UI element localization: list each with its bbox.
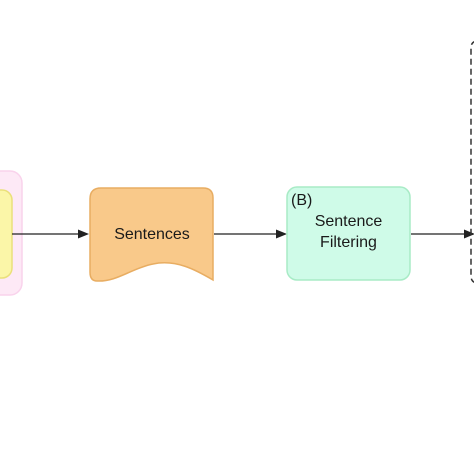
arrowhead-next: [464, 229, 474, 239]
arrowhead-filtering: [276, 229, 287, 239]
sentence-filtering-tag: (B): [291, 192, 313, 209]
sentence-filtering-node[interactable]: [286, 186, 411, 281]
arrowhead-sentences: [78, 229, 89, 239]
next-stage-container: [470, 41, 474, 283]
sentence-filtering-label: Sentence Filtering: [314, 213, 383, 251]
prev-stage-node[interactable]: [0, 189, 13, 279]
sentences-label: Sentences: [114, 226, 190, 243]
sentences-node[interactable]: [89, 187, 214, 282]
